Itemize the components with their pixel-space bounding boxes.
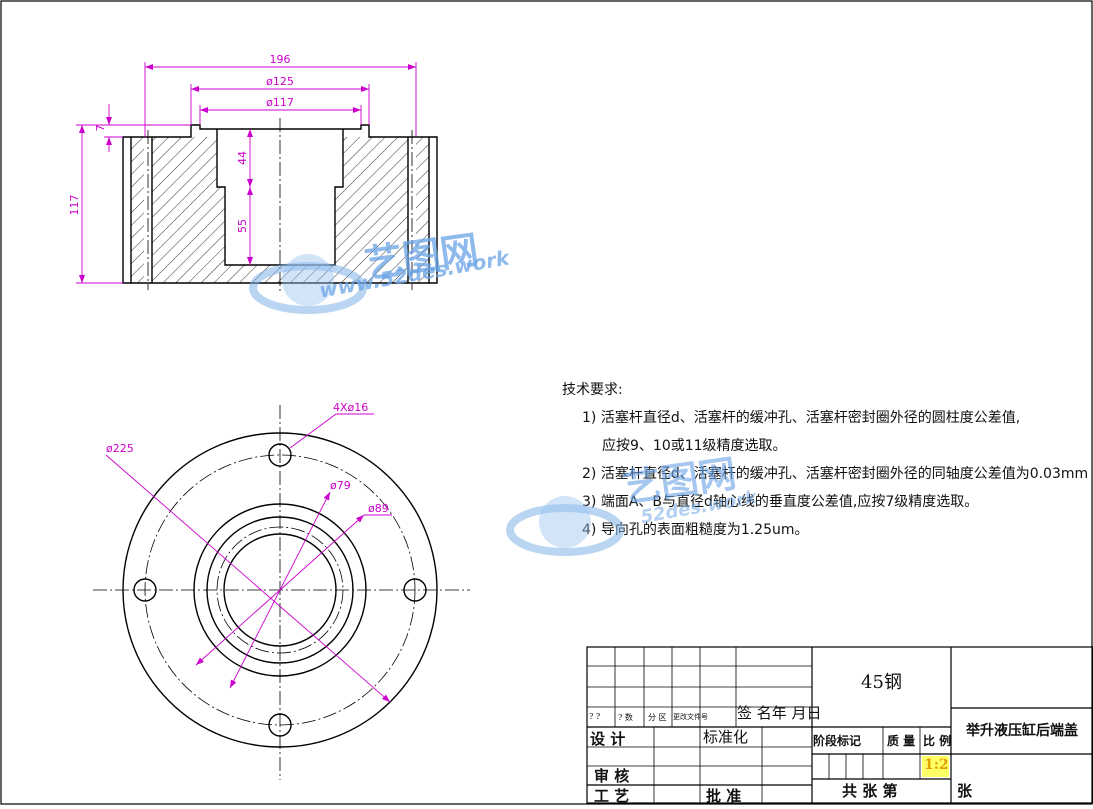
weight-label: 质 量 <box>887 734 916 748</box>
part-name: 举升液压缸后端盖 <box>966 723 1078 739</box>
review-label: 审 核 <box>594 767 630 785</box>
process-label: 工 艺 <box>594 787 630 805</box>
dim-bore-dia: ø117 <box>266 96 294 109</box>
hatch-left-inner <box>152 137 217 283</box>
scale-highlight <box>922 756 949 777</box>
hatch-right-outer <box>416 137 429 283</box>
hatch-right-inner <box>343 137 408 283</box>
dim-flange-dia: ø125 <box>266 75 294 88</box>
hatch-right-step <box>335 187 343 283</box>
small-label-2: ? 数 <box>618 713 633 722</box>
tech-item-1-cont: 应按9、10或11级精度选取。 <box>602 438 787 454</box>
dim-overall-height: 117 <box>68 195 81 216</box>
tech-item-3: 3) 端面A、B与直径d轴心线的垂直度公差值,应按7级精度选取。 <box>582 494 979 510</box>
dim-inner-dia: ø79 <box>330 479 351 492</box>
dim-recess-dia: ø89 <box>368 502 389 515</box>
sheet-end-label: 张 <box>957 782 973 800</box>
hatch-left-step <box>217 187 225 283</box>
sheets-label: 共 张 第 <box>842 782 898 800</box>
sign-date-label: 签 名年 月日 <box>737 704 822 722</box>
small-label-3: 分 区 <box>648 713 667 722</box>
approve-label: 批 准 <box>706 787 742 805</box>
dim-holes: 4Xø16 <box>333 401 368 414</box>
small-label-4: 更改文件号 <box>673 713 708 721</box>
dim-lower-bore-depth: 55 <box>236 219 249 233</box>
dim-upper-bore-depth: 44 <box>236 151 249 165</box>
tech-requirements: 技术要求: 1) 活塞杆直径d、活塞杆的缓冲孔、活塞杆密封圈外径的圆柱度公差值,… <box>562 376 1093 544</box>
dim-overall-width: 196 <box>270 53 291 66</box>
section-view: 196 ø125 ø117 117 7 44 55 <box>68 53 438 292</box>
dim-flange-thickness: 7 <box>94 125 107 132</box>
stage-label: 阶段标记 <box>813 734 862 748</box>
scale-value: 1:2 <box>924 757 949 773</box>
tech-title: 技术要求: <box>562 382 623 398</box>
design-label: 设 计 <box>590 730 626 748</box>
tech-item-4: 4) 导向孔的表面粗糙度为1.25um。 <box>582 522 809 538</box>
dim-outer-dia: ø225 <box>106 442 134 455</box>
standardize-label: 标准化 <box>703 728 749 746</box>
tech-item-2: 2) 活塞杆直径d、活塞杆的缓冲孔、活塞杆密封圈外径的同轴度公差值为0.03mm <box>582 466 1089 482</box>
small-label-1: ? ? <box>589 712 601 721</box>
tech-item-1: 1) 活塞杆直径d、活塞杆的缓冲孔、活塞杆密封圈外径的圆柱度公差值, <box>582 410 1021 426</box>
ratio-label: 比 例 <box>923 734 952 748</box>
top-view: 4Xø16 ø225 ø79 ø89 <box>93 401 470 780</box>
hatch-left-outer <box>131 137 144 283</box>
material-cell: 45钢 <box>861 672 902 693</box>
title-block <box>586 646 1093 804</box>
